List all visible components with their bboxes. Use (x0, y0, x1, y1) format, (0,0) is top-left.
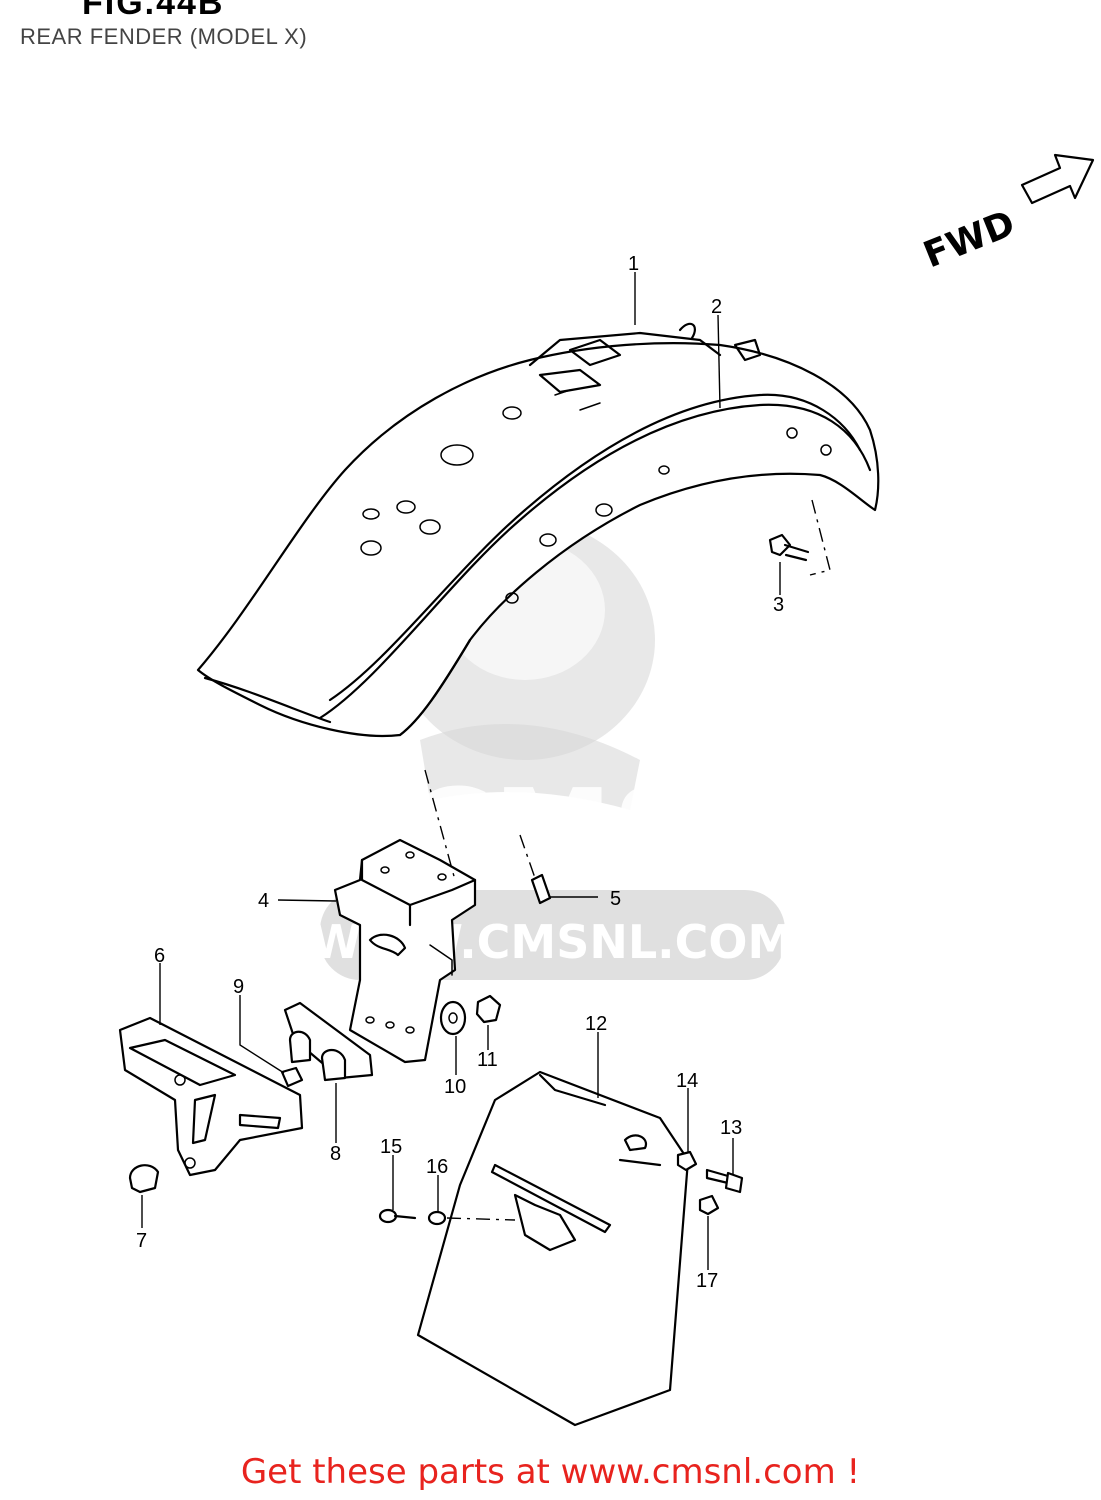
promo-link[interactable]: Get these parts at www.cmsnl.com ! (240, 1452, 861, 1492)
callout-11: 11 (477, 1049, 498, 1071)
callout-16: 16 (426, 1156, 448, 1178)
bracket-part-8 (283, 1001, 374, 1082)
callout-5: 5 (610, 888, 621, 910)
nut-part-11 (475, 994, 502, 1024)
callout-15: 15 (380, 1136, 402, 1158)
callout-13: 13 (720, 1117, 742, 1139)
bolt-part-5 (519, 834, 552, 905)
bolt-part-13 (705, 1168, 744, 1194)
figure-title: FIG.44B (82, 0, 225, 22)
bracket-part-4 (333, 769, 477, 1064)
nut-part-16 (427, 1210, 516, 1226)
callout-10: 10 (444, 1076, 466, 1098)
nut-part-17 (698, 1194, 720, 1216)
fwd-label: FWD (918, 203, 1021, 276)
fwd-direction-indicator: FWD (918, 153, 1095, 276)
callout-6: 6 (154, 945, 165, 967)
nut-part-14 (676, 1150, 698, 1172)
callout-numbers: 1 2 3 4 5 6 7 8 9 10 11 12 13 14 15 16 1… (136, 253, 784, 1292)
callout-2: 2 (711, 296, 722, 318)
grommet-part-9 (280, 1066, 304, 1088)
rear-fender-part (196, 322, 880, 738)
license-plate-bracket-part-6 (118, 1016, 304, 1177)
mud-flap-part-12 (416, 1070, 690, 1427)
bolt-part-3 (768, 499, 831, 576)
figure-subtitle: REAR FENDER (MODEL X) (20, 24, 308, 49)
washer-part-10 (439, 1000, 467, 1036)
callout-9: 9 (233, 976, 244, 998)
screw-part-15 (378, 1208, 417, 1224)
callout-3: 3 (773, 594, 784, 616)
callout-8: 8 (330, 1143, 341, 1165)
fwd-arrow-icon (1020, 153, 1095, 205)
callout-14: 14 (676, 1070, 698, 1092)
callout-4: 4 (258, 890, 269, 912)
nut-part-7 (128, 1164, 160, 1194)
callout-1: 1 (628, 253, 639, 275)
callout-7: 7 (136, 1230, 147, 1252)
callout-12: 12 (585, 1013, 607, 1035)
callout-17: 17 (696, 1270, 718, 1292)
leader-lines (141, 272, 781, 1270)
